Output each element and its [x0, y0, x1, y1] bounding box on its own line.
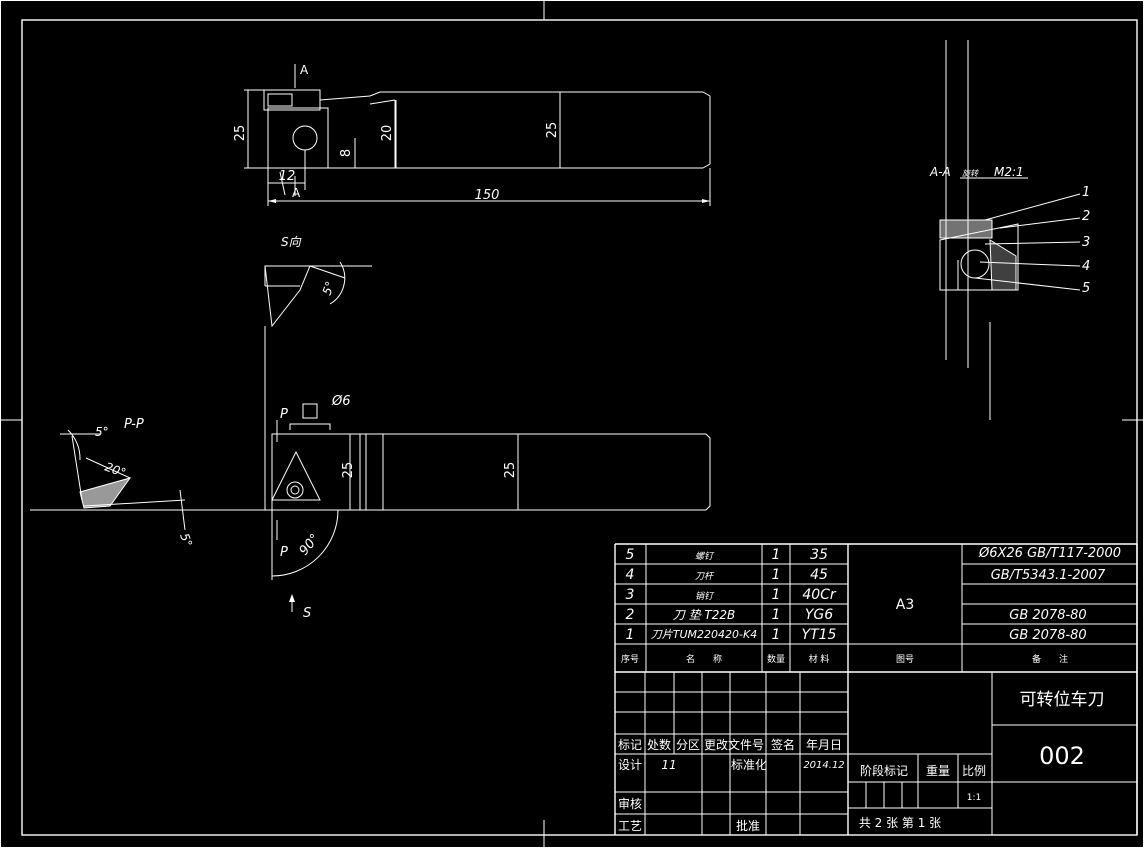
insert-top — [267, 93, 293, 107]
pin-top — [302, 403, 318, 419]
aa-section — [939, 40, 1081, 420]
tb-mark: 标记 — [618, 738, 642, 752]
s-arrow-label: S — [303, 606, 311, 621]
row4-qty: 1 — [772, 567, 781, 583]
row2-material: YG6 — [805, 607, 833, 623]
tb-title: 可转位车刀 — [1020, 690, 1105, 710]
callout-1: 1 — [1082, 185, 1090, 200]
dim-12: 12 — [279, 169, 296, 184]
insert-triangle — [271, 450, 321, 501]
tb-process: 工艺 — [618, 819, 642, 833]
row3-qty: 1 — [772, 587, 781, 603]
row2-no: 2 — [626, 607, 635, 623]
dim-20: 20 — [380, 125, 395, 142]
dim-90: 90° — [297, 531, 323, 558]
aa-label-small: 旋转 — [962, 169, 979, 178]
tb-scale: 1:1 — [967, 793, 981, 803]
header-remark: 备 注 — [1032, 653, 1068, 665]
tb-design-date: 2014.12 — [803, 760, 844, 771]
aa-label: A-A — [929, 165, 951, 179]
pp-angle-mid: 20° — [103, 460, 128, 480]
dim-front-25-right: 25 — [503, 462, 518, 479]
inner-border — [21, 19, 1138, 836]
dim-8: 8 — [339, 149, 354, 157]
section-p-bottom: P — [280, 545, 288, 560]
row2-remark: GB 2078-80 — [1009, 608, 1086, 623]
row1-qty: 1 — [772, 627, 781, 643]
pp-angle-bot: 5° — [177, 531, 195, 549]
tb-scale-label: 比例 — [962, 764, 986, 778]
row5-material: 35 — [810, 547, 828, 563]
dim-front-25-left: 25 — [341, 462, 356, 479]
parts-table-grid — [614, 543, 1138, 835]
tb-check: 审核 — [618, 796, 642, 811]
row4-no: 4 — [626, 567, 635, 583]
row1-material: YT15 — [802, 627, 837, 643]
header-drawing: 图号 — [896, 654, 914, 665]
tb-designer: 11 — [661, 758, 676, 772]
top-view — [244, 64, 711, 206]
tb-count: 处数 — [647, 737, 671, 752]
s-view — [264, 261, 372, 328]
tb-weight: 重量 — [926, 764, 950, 778]
header-name: 名 称 — [686, 653, 722, 665]
header-no: 序号 — [621, 653, 639, 665]
row5-no: 5 — [626, 547, 635, 563]
section-a-bottom: A — [292, 186, 301, 200]
aa-scale: M2:1 — [994, 165, 1024, 179]
dim-25-left: 25 — [233, 125, 248, 142]
callout-4: 4 — [1082, 259, 1090, 274]
tb-date: 年月日 — [806, 738, 842, 752]
dim-diameter: Ø6 — [331, 394, 351, 409]
callout-2: 2 — [1082, 209, 1090, 224]
angle-90-arc — [271, 509, 339, 577]
tb-stage-mark: 阶段标记 — [860, 763, 908, 778]
tb-code: 002 — [1039, 742, 1085, 770]
pp-section — [60, 429, 186, 531]
row2-qty: 1 — [772, 607, 781, 623]
s-view-angle: 5° — [320, 279, 338, 297]
s-view-label: S向 — [281, 235, 302, 249]
dim-150: 150 — [475, 188, 500, 203]
screw-hole — [292, 125, 318, 151]
section-p-top: P — [280, 407, 288, 422]
row5-qty: 1 — [772, 547, 781, 563]
pp-angle-top: 5° — [95, 425, 109, 439]
front-view — [30, 326, 711, 612]
tb-design: 设计 — [618, 758, 642, 772]
callout-3: 3 — [1082, 235, 1090, 250]
row3-material: 40Cr — [802, 587, 837, 603]
tb-sheets: 共 2 张 第 1 张 — [859, 816, 941, 830]
row1-remark: GB 2078-80 — [1009, 628, 1086, 643]
row4-remark: GB/T5343.1-2007 — [991, 568, 1106, 583]
row4-name: 刀杆 — [695, 571, 715, 582]
callout-5: 5 — [1082, 281, 1090, 296]
row1-no: 1 — [626, 627, 635, 643]
pp-label: P-P — [124, 417, 144, 432]
row4-material: 45 — [810, 567, 828, 583]
tb-sign: 签名 — [771, 737, 795, 752]
row5-name: 螺钉 — [695, 551, 715, 562]
tb-approve: 批准 — [736, 818, 760, 833]
section-a-top: A — [300, 63, 309, 77]
drawing-no: A3 — [896, 597, 914, 613]
row2-name: 刀 垫 T22B — [673, 608, 735, 622]
row5-remark: Ø6X26 GB/T117-2000 — [978, 546, 1121, 561]
dim-25-right: 25 — [545, 122, 560, 139]
tb-change-doc: 更改文件号 — [704, 737, 764, 752]
row1-name: 刀片TUM220420-K4 — [651, 628, 757, 641]
header-material: 材 料 — [809, 653, 830, 665]
row3-no: 3 — [626, 587, 635, 603]
tb-zone: 分区 — [676, 738, 700, 752]
tb-standardize: 标准化 — [731, 758, 767, 772]
row3-name: 销钉 — [695, 591, 715, 602]
header-qty: 数量 — [767, 653, 785, 665]
